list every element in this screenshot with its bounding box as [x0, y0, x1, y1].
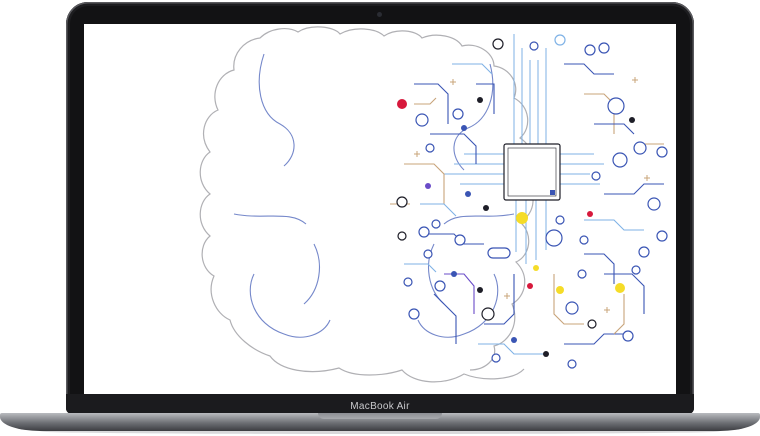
laptop-base — [0, 413, 760, 431]
lid-opening-notch — [318, 413, 442, 419]
brain-inner-curves — [233, 53, 515, 338]
webcam-icon — [377, 12, 382, 17]
laptop-screen — [84, 24, 676, 394]
device-model-label: MacBook Air — [350, 401, 410, 412]
cpu-chip — [444, 34, 604, 264]
laptop-chin — [66, 394, 694, 414]
circuit-brain-illustration — [199, 26, 668, 383]
circuit-nodes — [396, 34, 668, 369]
brain-outline — [199, 26, 534, 383]
cross-markers — [414, 77, 650, 313]
circuit-traces — [390, 63, 664, 355]
laptop-shadow — [40, 429, 720, 434]
